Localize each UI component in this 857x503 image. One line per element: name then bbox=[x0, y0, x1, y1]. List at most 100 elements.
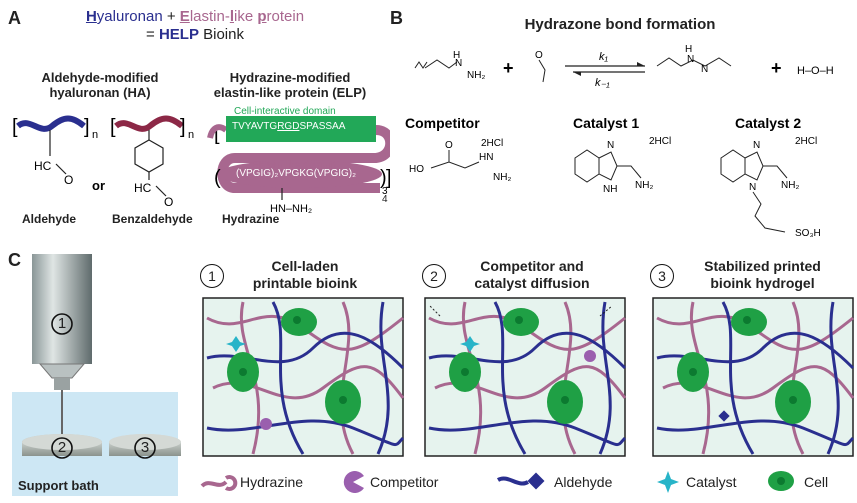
title-plus: + bbox=[162, 8, 180, 25]
title-eq: = bbox=[146, 26, 159, 43]
r2-o: O bbox=[535, 50, 543, 61]
benz-n: n bbox=[188, 129, 194, 141]
legend: Hydrazine Competitor Aldehyde Catalyst C… bbox=[200, 466, 850, 496]
seq-pre: TVYAVTG bbox=[232, 121, 278, 132]
catalyst-mark bbox=[226, 336, 246, 352]
title-l: l bbox=[229, 8, 234, 25]
step-1-line2: printable bioink bbox=[252, 275, 358, 291]
svg-text:[: [ bbox=[110, 116, 116, 138]
hydrazine-legend-icon bbox=[200, 475, 238, 491]
comp-hn: HN bbox=[479, 152, 493, 163]
ha-hc: HC bbox=[34, 159, 52, 173]
benzaldehyde-polymer: [ ] n HC O bbox=[110, 115, 194, 209]
ha-n: n bbox=[92, 129, 98, 141]
elastin-domain-seq: (VPGIG)₂VPGKG(VPGIG)₂ bbox=[236, 168, 356, 179]
syringe-num: 1 bbox=[57, 315, 67, 332]
title-p: p bbox=[257, 8, 267, 25]
step-2-num: 2 bbox=[422, 264, 446, 288]
title-e: E bbox=[179, 8, 190, 25]
syringe-barrel bbox=[32, 254, 92, 364]
competitor-heading: Competitor bbox=[405, 115, 480, 131]
ha-heading-line2: hyaluronan (HA) bbox=[49, 85, 151, 100]
help-title-line2: = HELP Bioink bbox=[25, 26, 365, 44]
step-2-title: Competitor and catalyst diffusion bbox=[452, 258, 612, 292]
legend-aldehyde: Aldehyde bbox=[554, 474, 613, 490]
panel-letter-c: C bbox=[8, 250, 21, 270]
benz-o: O bbox=[164, 195, 173, 209]
cat2-so3h: SO₃H bbox=[795, 228, 821, 238]
step-3-line2: bioink hydrogel bbox=[710, 275, 815, 291]
step-1-num: 1 bbox=[200, 264, 224, 288]
label-hydrazine: Hydrazine bbox=[222, 212, 280, 226]
step-1-line1: Cell-laden bbox=[271, 258, 339, 274]
step-3-line1: Stabilized printed bbox=[704, 258, 821, 274]
r1-h: H bbox=[453, 50, 460, 61]
k-1: k₋₁ bbox=[595, 77, 610, 89]
title-help: HELP bbox=[158, 26, 199, 43]
label-aldehyde: Aldehyde bbox=[22, 212, 77, 226]
hydrogel-box-3 bbox=[652, 297, 855, 457]
hydrogel-box-2 bbox=[424, 297, 627, 457]
title-elastin: lastin- bbox=[189, 8, 230, 25]
panel-a-structures: [ ] n HC O or [ ] n HC O [ ( ) 3 ] HN–NH… bbox=[12, 115, 390, 215]
or-label: or bbox=[92, 178, 105, 193]
help-title: Hyaluronan + Elastin-like protein = HELP… bbox=[25, 8, 365, 44]
cat1-nh2: NH₂ bbox=[635, 180, 653, 191]
panel-letter-a: A bbox=[8, 8, 21, 28]
title-bioink: Bioink bbox=[198, 26, 244, 43]
panel-letter-b: B bbox=[390, 8, 403, 28]
panel-b-title: Hydrazone bond formation bbox=[524, 16, 716, 33]
elp-backbone bbox=[217, 125, 390, 193]
cat1-n: N bbox=[607, 140, 614, 151]
sub-3: 3 bbox=[382, 186, 388, 197]
label-benzaldehyde: Benzaldehyde bbox=[112, 212, 193, 226]
benz-chain bbox=[114, 115, 184, 132]
hydrazine-group: HN–NH₂ bbox=[270, 203, 312, 215]
elp-heading: Hydrazine-modified elastin-like protein … bbox=[200, 70, 380, 100]
r1-nh2: NH₂ bbox=[467, 70, 485, 81]
step-2-line1: Competitor and bbox=[480, 258, 584, 274]
cat1-hcl: 2HCl bbox=[649, 136, 671, 147]
r1-n: N bbox=[455, 58, 462, 69]
cell-interactive-box bbox=[226, 116, 376, 142]
k1: k₁ bbox=[599, 51, 609, 63]
hydrogel-boxes bbox=[202, 297, 855, 457]
p-n2: N bbox=[701, 64, 708, 75]
cat2-nh2: NH₂ bbox=[781, 180, 799, 191]
hydrogel-box-1 bbox=[202, 297, 405, 457]
svg-text:): ) bbox=[380, 167, 387, 189]
cell-domain-seq: TVYAVTGRGDSPASSAA bbox=[232, 121, 345, 132]
bracket-right: ] bbox=[84, 116, 90, 138]
cat2-n2: N bbox=[749, 182, 756, 193]
seq-post: SPASSAA bbox=[299, 121, 346, 132]
legend-hydrazine: Hydrazine bbox=[240, 474, 304, 490]
catalyst-legend-icon bbox=[657, 471, 679, 493]
cell-legend-icon bbox=[768, 471, 794, 491]
svg-text:(: ( bbox=[214, 167, 221, 189]
comp-nh2: NH₂ bbox=[493, 172, 511, 183]
ha-o: O bbox=[64, 173, 73, 187]
title-like: ike bbox=[234, 8, 258, 25]
elp-structure: [ ( ) 3 ] HN–NH₂ bbox=[207, 116, 390, 215]
disk2-num: 2 bbox=[57, 439, 67, 456]
step-2-line2: catalyst diffusion bbox=[474, 275, 590, 291]
aldehyde-legend-icon bbox=[496, 472, 545, 490]
comp-o: O bbox=[445, 140, 453, 151]
catalyst1-heading: Catalyst 1 bbox=[573, 115, 639, 131]
syringe-illustration bbox=[22, 254, 181, 459]
p-h: H bbox=[685, 44, 692, 55]
comp-ho: HO bbox=[409, 164, 424, 175]
legend-catalyst: Catalyst bbox=[686, 474, 737, 490]
ha-heading: Aldehyde-modified hyaluronan (HA) bbox=[10, 70, 190, 100]
support-bath-label: Support bath bbox=[18, 478, 99, 493]
benzene-ring bbox=[134, 139, 164, 173]
ha-heading-line1: Aldehyde-modified bbox=[41, 70, 159, 85]
elastin-domain-shape bbox=[218, 160, 382, 188]
title-protein: rotein bbox=[266, 8, 305, 25]
p-n1: N bbox=[687, 54, 694, 65]
cell-domain-label: Cell-interactive domain bbox=[234, 106, 336, 117]
step-3-num: 3 bbox=[650, 264, 674, 288]
cat1-nh: NH bbox=[603, 184, 617, 195]
title-hyal: yaluronan bbox=[96, 8, 163, 25]
sub-4: 4 bbox=[382, 194, 388, 205]
